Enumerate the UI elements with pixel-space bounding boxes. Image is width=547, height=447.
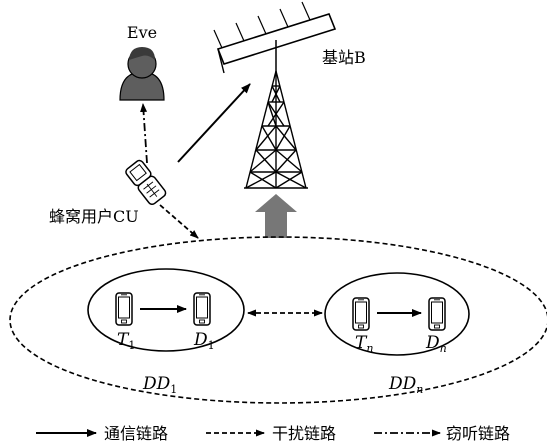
d2d-pair-1-label: DD1 <box>142 374 177 396</box>
eve-node: Eve <box>119 23 165 101</box>
phone-icon <box>352 297 370 331</box>
pair-n-rx-label: Dn <box>425 333 447 355</box>
eve-label: Eve <box>127 23 157 42</box>
cellular-user-node: 蜂窝用户CU <box>49 159 167 226</box>
pair-n-tx-label: Tn <box>355 333 373 355</box>
phone-icon <box>115 292 133 326</box>
d2d-pair-n-boundary <box>324 272 470 356</box>
interference-link-cu-to-d2d <box>159 204 199 239</box>
phone-icon <box>428 297 446 331</box>
legend-item-interference: 干扰链路 <box>206 424 336 443</box>
d2d-pair-n: Tn Dn DDn <box>324 272 470 396</box>
base-station: 基站B <box>213 1 366 189</box>
legend-communication-label: 通信链路 <box>104 424 168 443</box>
pair-1-rx-label: D1 <box>193 330 215 352</box>
legend-item-communication: 通信链路 <box>36 424 168 443</box>
d2d-pair-1: T1 D1 DD1 <box>87 268 245 396</box>
phone-icon <box>193 292 211 326</box>
d2d-pair-1-boundary <box>87 268 245 352</box>
antenna-panel-icon <box>213 1 337 74</box>
cellular-user-label: 蜂窝用户CU <box>49 207 139 226</box>
tower-icon <box>244 70 308 189</box>
base-station-label: 基站B <box>322 48 366 67</box>
eavesdrop-link-cu-to-eve <box>140 103 148 164</box>
flip-phone-icon <box>125 159 167 206</box>
legend-eavesdrop-label: 窃听链路 <box>446 424 510 443</box>
eavesdropper-icon <box>119 47 165 101</box>
pair-1-tx-label: T1 <box>117 330 135 352</box>
legend-interference-label: 干扰链路 <box>272 424 336 443</box>
legend-item-eavesdrop: 窃听链路 <box>374 424 510 443</box>
legend: 通信链路 干扰链路 窃听链路 <box>36 424 510 443</box>
uplink-arrow <box>255 194 297 238</box>
d2d-pair-n-label: DDn <box>388 374 423 396</box>
communication-link-cu-to-bs <box>177 83 251 163</box>
